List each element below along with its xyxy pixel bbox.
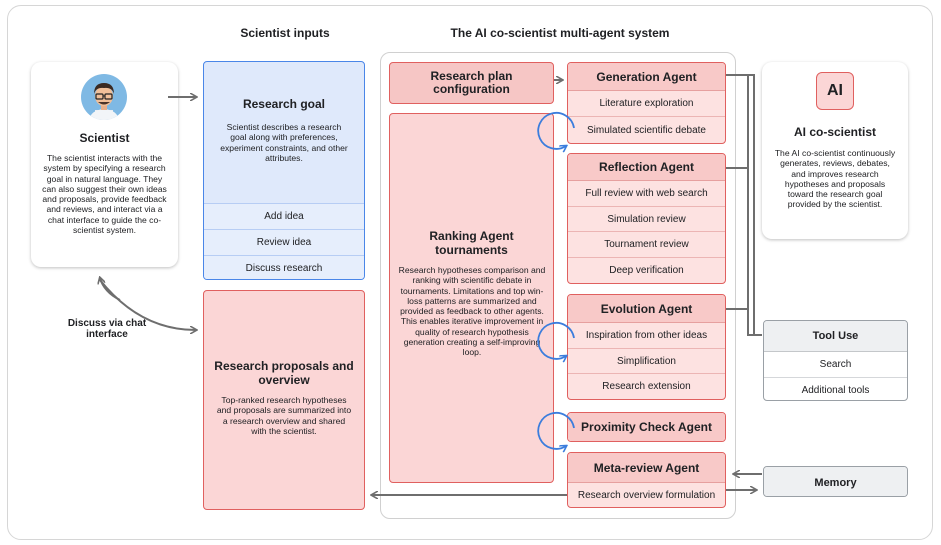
tool-additional: Additional tools: [801, 385, 870, 396]
discuss-label: Discuss via chat interface: [67, 318, 147, 340]
ai-description: The AI co-scientist continuously generat…: [774, 148, 896, 210]
scientist-title: Scientist: [79, 131, 130, 145]
research-proposals-box: Research proposals and overview Top-rank…: [203, 290, 365, 510]
research-goal-box: Research goal Scientist describes a rese…: [203, 61, 365, 280]
loop-proximity: [537, 412, 575, 449]
outer-frame: [7, 5, 933, 540]
header-scientist-inputs: Scientist inputs: [240, 26, 330, 40]
proposals-title: Research proposals and overview: [214, 359, 354, 387]
tournament-review: Tournament review: [568, 232, 725, 258]
tool-use-title: Tool Use: [764, 321, 907, 352]
reflection-agent: Reflection Agent Full review with web se…: [567, 153, 726, 284]
scientist-avatar-icon: [81, 74, 127, 120]
inspiration-other-ideas: Inspiration from other ideas: [568, 323, 725, 349]
arrow-discuss-curve: [99, 279, 196, 330]
tool-search: Search: [764, 352, 907, 378]
header-system: The AI co-scientist multi-agent system: [450, 26, 670, 40]
connector-agents-bus: [726, 74, 762, 336]
tool-use-box: Tool Use Search Additional tools: [763, 320, 908, 401]
literature-exploration: Literature exploration: [568, 91, 725, 117]
proximity-check-agent: Proximity Check Agent: [567, 412, 726, 442]
scientist-description: The scientist interacts with the system …: [42, 153, 167, 236]
ranking-title: Ranking Agent tournaments: [429, 229, 514, 257]
research-plan-configuration: Research plan configuration: [389, 62, 554, 104]
generation-agent: Generation Agent Literature exploration …: [567, 62, 726, 144]
loop-generation: [537, 112, 575, 149]
ranking-description: Research hypotheses comparison and ranki…: [398, 265, 546, 358]
discuss-research-button[interactable]: Discuss research: [204, 255, 364, 279]
research-overview-formulation: Research overview formulation: [577, 489, 716, 501]
memory-box: Memory: [763, 466, 908, 497]
memory-title: Memory: [764, 467, 907, 496]
add-idea-button[interactable]: Add idea: [204, 203, 364, 229]
ai-logo: AI: [816, 72, 854, 110]
simulated-scientific-debate: Simulated scientific debate: [587, 124, 706, 136]
deep-verification: Deep verification: [609, 265, 684, 276]
proximity-agent-title: Proximity Check Agent: [568, 413, 725, 441]
plan-config-title: Research plan configuration: [430, 69, 513, 96]
review-idea-button[interactable]: Review idea: [204, 229, 364, 255]
simplification: Simplification: [568, 349, 725, 374]
proposals-description: Top-ranked research hypotheses and propo…: [216, 395, 352, 436]
loop-evolution: [537, 322, 575, 359]
ai-title: AI co-scientist: [793, 125, 877, 139]
ai-logo-text: AI: [827, 82, 843, 99]
full-review-web-search: Full review with web search: [568, 181, 725, 207]
meta-review-agent-title: Meta-review Agent: [568, 453, 725, 483]
simulation-review: Simulation review: [568, 207, 725, 232]
evolution-agent: Evolution Agent Inspiration from other i…: [567, 294, 726, 400]
ai-coscientist-card: AI AI co-scientist The AI co-scientist c…: [762, 62, 908, 239]
research-goal-title: Research goal: [242, 97, 326, 111]
reflection-agent-title: Reflection Agent: [568, 154, 725, 181]
research-goal-description: Scientist describes a research goal alon…: [220, 122, 348, 163]
arrow-discuss-up: [100, 278, 121, 301]
ranking-agent-box: Ranking Agent tournaments Research hypot…: [389, 113, 554, 483]
evolution-agent-title: Evolution Agent: [568, 295, 725, 323]
research-extension: Research extension: [602, 381, 691, 392]
meta-review-agent: Meta-review Agent Research overview form…: [567, 452, 726, 508]
generation-agent-title: Generation Agent: [568, 63, 725, 91]
scientist-card: Scientist The scientist interacts with t…: [31, 62, 178, 267]
